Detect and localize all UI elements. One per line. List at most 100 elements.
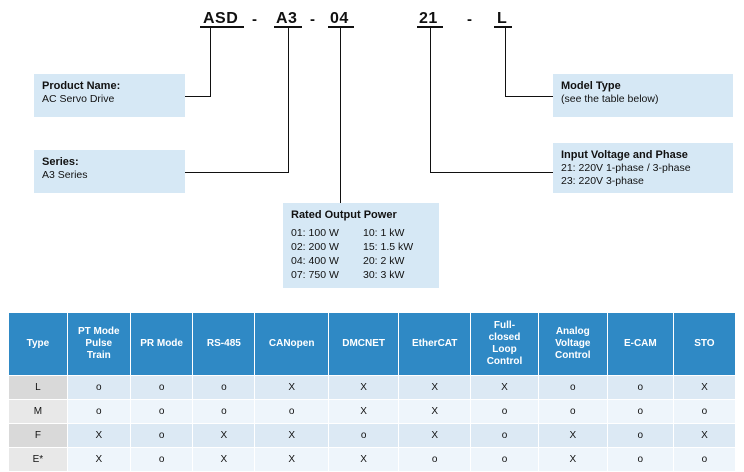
cell-l-ethercat: X xyxy=(398,375,472,400)
cell-l-pr: o xyxy=(129,375,194,400)
col-ecam: E-CAM xyxy=(606,312,674,376)
cell-l-sto: X xyxy=(672,375,737,400)
underline-power xyxy=(328,26,354,28)
cell-l-analog: o xyxy=(537,375,608,400)
row-type-f: F xyxy=(8,423,68,448)
cell-f-rs485: X xyxy=(192,423,256,448)
power-item-15: 15: 1.5 kW xyxy=(363,241,414,253)
cell-m-pr: o xyxy=(129,399,194,424)
cell-e-dmcnet: X xyxy=(328,447,400,472)
col-sto: STO xyxy=(672,312,737,376)
cell-m-ethercat: X xyxy=(398,399,472,424)
code-segment-product: ASD xyxy=(203,10,239,27)
row-type-m: M xyxy=(8,399,68,424)
cell-m-pt: o xyxy=(66,399,131,424)
leader-product-vertical xyxy=(210,26,211,96)
col-rs485: RS-485 xyxy=(192,312,256,376)
power-item-01: 01: 100 W xyxy=(291,227,339,239)
cell-e-pt: X xyxy=(66,447,131,472)
callout-series-title: Series: xyxy=(42,156,79,168)
power-item-20: 20: 2 kW xyxy=(363,255,405,267)
col-canopen-label: CANopen xyxy=(268,338,315,349)
col-ecam-label: E-CAM xyxy=(623,338,657,349)
cell-e-pr: o xyxy=(129,447,194,472)
col-pr-mode: PR Mode xyxy=(129,312,194,376)
callout-product-name-title: Product Name: xyxy=(42,80,121,92)
col-ethercat-label: EtherCAT xyxy=(412,338,458,349)
power-item-02: 02: 200 W xyxy=(291,241,339,253)
col-pr-mode-label: PR Mode xyxy=(140,338,183,349)
cell-e-ecam: o xyxy=(606,447,674,472)
col-type-label: Type xyxy=(26,338,50,349)
leader-power-vertical xyxy=(340,26,341,203)
col-ethercat: EtherCAT xyxy=(398,312,472,376)
table-row: E* X o X X X o o X o o xyxy=(8,447,737,472)
leader-product-horizontal xyxy=(185,96,211,97)
cell-l-fullclosed: X xyxy=(470,375,539,400)
cell-f-ethercat: X xyxy=(398,423,472,448)
col-sto-label: STO xyxy=(694,338,715,349)
cell-e-ethercat: o xyxy=(398,447,472,472)
cell-l-pt: o xyxy=(66,375,131,400)
cell-e-rs485: X xyxy=(192,447,256,472)
callout-series: Series: A3 Series xyxy=(34,150,185,193)
callout-input-voltage: Input Voltage and Phase 21: 220V 1-phase… xyxy=(553,143,733,193)
cell-l-rs485: o xyxy=(192,375,256,400)
col-type: Type xyxy=(8,312,68,376)
cell-e-sto: o xyxy=(672,447,737,472)
table-row: F X o X X o X o X o X xyxy=(8,423,737,448)
code-dash-1: - xyxy=(252,11,257,28)
callout-input-voltage-item-23: 23: 220V 3-phase xyxy=(561,175,644,187)
cell-m-analog: o xyxy=(537,399,608,424)
callout-product-name: Product Name: AC Servo Drive xyxy=(34,74,185,117)
leader-model-type-vertical xyxy=(505,26,506,96)
cell-e-canopen: X xyxy=(254,447,330,472)
code-dash-3: - xyxy=(467,11,472,28)
underline-model-type xyxy=(494,26,512,28)
power-item-07: 07: 750 W xyxy=(291,269,339,281)
callout-input-voltage-title: Input Voltage and Phase xyxy=(561,149,688,161)
leader-voltage-vertical xyxy=(430,26,431,172)
cell-f-pr: o xyxy=(129,423,194,448)
callout-power-grid: 01: 100 W 10: 1 kW 02: 200 W 15: 1.5 kW … xyxy=(291,226,431,282)
cell-m-ecam: o xyxy=(606,399,674,424)
col-rs485-label: RS-485 xyxy=(206,338,241,349)
row-type-e: E* xyxy=(8,447,68,472)
cell-l-ecam: o xyxy=(606,375,674,400)
cell-m-sto: o xyxy=(672,399,737,424)
code-dash-2: - xyxy=(310,11,315,28)
cell-m-rs485: o xyxy=(192,399,256,424)
callout-model-type-sub: (see the table below) xyxy=(561,93,659,105)
cell-m-canopen: o xyxy=(254,399,330,424)
row-type-l: L xyxy=(8,375,68,400)
leader-voltage-horizontal xyxy=(430,172,553,173)
code-segment-model-type: L xyxy=(497,10,508,27)
callout-rated-output-power: Rated Output Power 01: 100 W 10: 1 kW 02… xyxy=(283,203,439,288)
callout-model-type: Model Type (see the table below) xyxy=(553,74,733,117)
cell-e-analog: X xyxy=(537,447,608,472)
callout-input-voltage-item-21: 21: 220V 1-phase / 3-phase xyxy=(561,162,691,174)
leader-series-horizontal xyxy=(185,172,289,173)
table-row: L o o o X X X X o o X xyxy=(8,375,737,400)
col-canopen: CANopen xyxy=(254,312,330,376)
table-row: M o o o o X X o o o o xyxy=(8,399,737,424)
callout-power-title: Rated Output Power xyxy=(291,209,397,221)
cell-f-analog: X xyxy=(537,423,608,448)
cell-l-dmcnet: X xyxy=(328,375,400,400)
cell-f-sto: X xyxy=(672,423,737,448)
underline-product xyxy=(200,26,244,28)
cell-m-dmcnet: X xyxy=(328,399,400,424)
callout-product-name-sub: AC Servo Drive xyxy=(42,93,115,105)
callout-series-sub: A3 Series xyxy=(42,169,88,181)
cell-f-ecam: o xyxy=(606,423,674,448)
cell-m-fullclosed: o xyxy=(470,399,539,424)
cell-l-canopen: X xyxy=(254,375,330,400)
leader-series-vertical xyxy=(288,26,289,172)
cell-f-fullclosed: o xyxy=(470,423,539,448)
